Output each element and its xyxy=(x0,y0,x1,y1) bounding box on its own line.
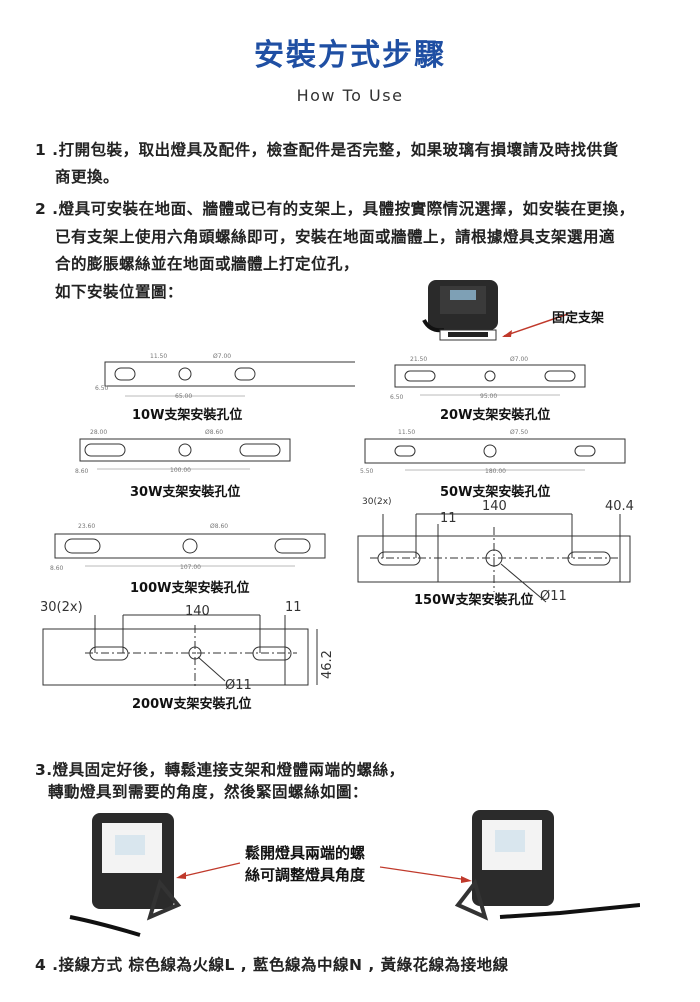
dim-150w-height: 40.4 xyxy=(605,499,634,514)
dim-150w-hole: Ø11 xyxy=(540,589,567,604)
diagram-10w: 11.50 Ø7.00 65.00 6.50 xyxy=(95,353,355,400)
dim-30w-h: 8.60 xyxy=(75,468,89,475)
dim-20w-d1: 21.50 xyxy=(410,356,427,363)
dim-20w-h: 6.50 xyxy=(390,394,404,401)
caption-50w: 50W支架安裝孔位 xyxy=(440,485,551,500)
caption-30w: 30W支架安裝孔位 xyxy=(130,485,241,500)
dim-100w-hole: Ø8.60 xyxy=(210,523,228,530)
step4-text: 4 .接線方式 棕色線為火線L , 藍色線為中線N , 黃綠花線為接地線 xyxy=(35,956,509,974)
step3-line2: 轉動燈具到需要的角度，然後緊固螺絲如圖： xyxy=(48,783,369,801)
page-subtitle: How To Use xyxy=(296,86,404,105)
dim-100w-span: 107.00 xyxy=(180,564,201,571)
dim-10w-span: 65.00 xyxy=(175,393,192,400)
step1-line2: 商更換。 xyxy=(55,168,120,186)
dim-10w-d1: 11.50 xyxy=(150,353,167,360)
dim-200w-slot: 30(2x) xyxy=(40,600,83,615)
diagram-100w: 23.60 Ø8.60 107.00 8.60 xyxy=(50,523,326,572)
floodlight-bracket-photo xyxy=(422,280,569,341)
dim-30w-hole: Ø8.60 xyxy=(205,429,223,436)
caption-200w: 200W支架安裝孔位 xyxy=(132,697,252,712)
dim-50w-span: 180.00 xyxy=(485,468,506,475)
dim-50w-h: 5.50 xyxy=(360,468,374,475)
caption-10w: 10W支架安裝孔位 xyxy=(132,408,243,423)
step1-line1: 1 .打開包裝，取出燈具及配件，檢查配件是否完整，如果玻璃有損壞請及時找供貨 xyxy=(35,141,619,159)
adjust-note-line1: 鬆開燈具兩端的螺 xyxy=(245,844,366,862)
step2-line4: 如下安裝位置圖： xyxy=(55,283,184,301)
step3-line1: 3.燈具固定好後，轉鬆連接支架和燈體兩端的螺絲， xyxy=(35,761,405,779)
diagram-200w: 30(2x) 140 11 46.2 Ø11 xyxy=(40,600,335,692)
dim-150w-span: 140 xyxy=(482,499,507,514)
dim-200w-hole: Ø11 xyxy=(225,678,252,692)
caption-20w: 20W支架安裝孔位 xyxy=(440,408,551,423)
caption-150w: 150W支架安裝孔位 xyxy=(414,593,534,608)
caption-100w: 100W支架安裝孔位 xyxy=(130,581,250,596)
diagram-30w: 28.00 Ø8.60 100.00 8.60 xyxy=(75,429,291,475)
diagram-50w: 11.50 Ø7.50 180.00 5.50 xyxy=(360,429,626,475)
dim-200w-off: 11 xyxy=(285,600,302,615)
dim-200w-span: 140 xyxy=(185,604,210,619)
dim-10w-hole: Ø7.00 xyxy=(213,353,231,360)
adjust-note-line2: 絲可調整燈具角度 xyxy=(245,866,366,884)
dim-20w-span: 95.00 xyxy=(480,393,497,400)
dim-30w-span: 100.00 xyxy=(170,467,191,474)
step2-line2: 已有支架上使用六角頭螺絲即可，安裝在地面或牆體上，請根據燈具支架選用適 xyxy=(55,228,616,246)
dim-100w-h: 8.60 xyxy=(50,565,64,572)
dim-100w-d1: 23.60 xyxy=(78,523,95,530)
floodlight-left xyxy=(69,813,182,937)
dim-20w-hole: Ø7.00 xyxy=(510,356,528,363)
dim-50w-hole: Ø7.50 xyxy=(510,429,528,436)
dim-50w-d1: 11.50 xyxy=(398,429,415,436)
step2-line3: 合的膨脹螺絲並在地面或牆體上打定位孔， xyxy=(55,255,360,273)
page-title: 安裝方式步驟 xyxy=(254,38,446,73)
dim-10w-h: 6.50 xyxy=(95,385,109,392)
diagram-150w: 30(2x) 140 11 40.4 Ø11 xyxy=(357,497,634,604)
floodlight-right xyxy=(454,810,640,921)
dim-150w-off: 11 xyxy=(440,511,457,526)
step2-line1: 2 .燈具可安裝在地面、牆體或已有的支架上，具體按實際情況選擇，如安裝在更換， xyxy=(35,200,635,218)
bracket-label: 固定支架 xyxy=(552,311,605,326)
floodlight-adjust-photos xyxy=(69,810,640,937)
dim-150w-slot: 30(2x) xyxy=(362,497,392,507)
diagram-20w: 21.50 Ø7.00 95.00 6.50 xyxy=(390,356,586,401)
dim-200w-height: 46.2 xyxy=(320,650,335,679)
dim-30w-d1: 28.00 xyxy=(90,429,107,436)
